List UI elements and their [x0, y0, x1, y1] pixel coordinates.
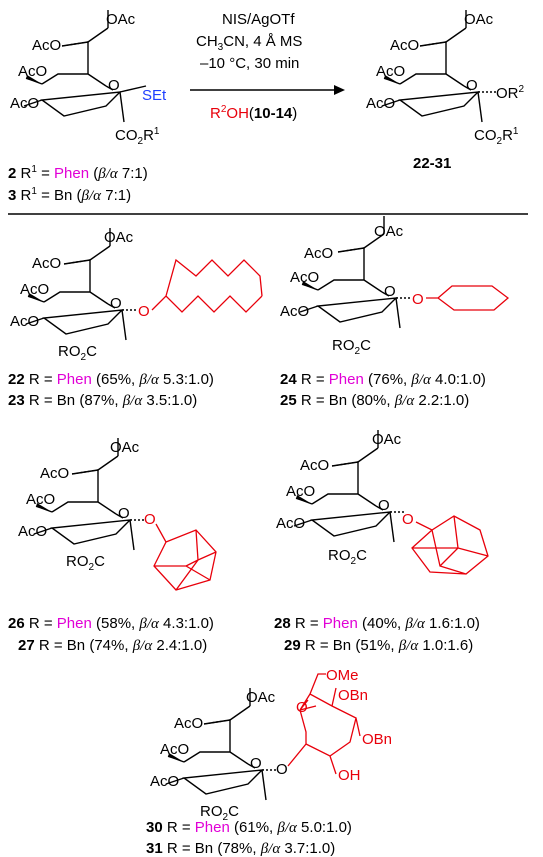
r2-o-link: O	[412, 291, 424, 308]
compound-28-29: OAc AcO AcO AcO O O RO2C	[276, 429, 489, 575]
label-set: SEt	[142, 87, 167, 104]
result-24: 24 R = Phen (76%, β/α 4.0:1.0)	[280, 371, 486, 388]
result-30: 30 R = Phen (61%, β/α 5.0:1.0)	[146, 819, 352, 836]
result-29: 29 R = Bn (51%, β/α 1.0:1.6)	[284, 637, 473, 654]
r2-oac: OAc	[374, 223, 404, 240]
r5-oh: OH	[338, 767, 361, 784]
label-ring-o: O	[108, 77, 120, 94]
r5-o-link: O	[276, 761, 288, 778]
result-27: 27 R = Bn (74%, β/α 2.4:1.0)	[18, 637, 207, 654]
compound-26-27: OAc AcO AcO AcO O O RO2C	[18, 437, 217, 591]
r3-aco-3: AcO	[18, 523, 47, 540]
r5-obn-1: OBn	[338, 687, 368, 704]
p-label-aco-2: AcO	[376, 63, 405, 80]
p-label-ring-o: O	[466, 77, 478, 94]
p-label-oac: OAc	[464, 11, 494, 28]
r1-aco-3: AcO	[10, 313, 39, 330]
r3-o-link: O	[144, 511, 156, 528]
compound-30-31: OAc AcO AcO AcO O O OMe OBn O OBn OH RO2…	[150, 667, 392, 823]
r1-aco-1: AcO	[32, 255, 61, 272]
r1-o-link: O	[138, 303, 150, 320]
result-31: 31 R = Bn (78%, β/α 3.7:1.0)	[146, 840, 335, 857]
reaction-conditions: NIS/AgOTf CH3CN, 4 Å MS –10 °C, 30 min R…	[190, 11, 345, 122]
acceptor-label: R2OH(10-14)	[210, 104, 297, 122]
r5-aco-3: AcO	[150, 773, 179, 790]
r3-oac: OAc	[110, 439, 140, 456]
r4-ring-o: O	[378, 497, 390, 514]
product-range: 22-31	[413, 155, 451, 172]
r1-aco-2: AcO	[20, 281, 49, 298]
result-28: 28 R = Phen (40%, β/α 1.6:1.0)	[274, 615, 480, 632]
p-label-or2: OR2	[496, 84, 525, 102]
r1-ring-o: O	[110, 295, 122, 312]
r5-ome: OMe	[326, 667, 359, 684]
r2-aco-2: AcO	[290, 269, 319, 286]
r1-oac: OAc	[104, 229, 134, 246]
result-25: 25 R = Bn (80%, β/α 2.2:1.0)	[280, 392, 469, 409]
r4-aco-3: AcO	[276, 515, 305, 532]
result-22: 22 R = Phen (65%, β/α 5.3:1.0)	[8, 371, 214, 388]
reagent-nis: NIS/AgOTf	[222, 11, 295, 28]
p-label-aco-3: AcO	[366, 95, 395, 112]
r3-aco-1: AcO	[40, 465, 69, 482]
product-structure: OAc AcO AcO AcO O OR2 CO2R1 22-31	[366, 9, 525, 172]
r3-aco-2: AcO	[26, 491, 55, 508]
result-26: 26 R = Phen (58%, β/α 4.3:1.0)	[8, 615, 214, 632]
label-oac-top: OAc	[106, 11, 136, 28]
donor-labels: 2 R1 = Phen (β/α 7:1) 3 R1 = Bn (β/α 7:1…	[8, 164, 148, 204]
p-label-co2r1: CO2R1	[474, 126, 519, 147]
compound-24-25: OAc AcO AcO AcO O O RO2C	[280, 215, 510, 357]
r3-ro2c: RO2C	[66, 553, 105, 573]
p-label-aco-1: AcO	[390, 37, 419, 54]
r5-obn-2: OBn	[362, 731, 392, 748]
donor-3: 3 R1 = Bn (β/α 7:1)	[8, 186, 131, 204]
donor-structure: OAc AcO AcO AcO O SEt CO2R1	[10, 9, 167, 147]
donor-2: 2 R1 = Phen (β/α 7:1)	[8, 164, 148, 182]
reagent-solvent: CH3CN, 4 Å MS	[196, 33, 302, 53]
r5-ro2c: RO2C	[200, 803, 239, 823]
label-co2r1: CO2R1	[115, 126, 160, 147]
r4-oac: OAc	[372, 431, 402, 448]
r5-ring-o: O	[250, 755, 262, 772]
r2-aco-3: AcO	[280, 303, 309, 320]
label-aco-2: AcO	[18, 63, 47, 80]
r5-oac: OAc	[246, 689, 276, 706]
result-23: 23 R = Bn (87%, β/α 3.5:1.0)	[8, 392, 197, 409]
compound-22-23: OAc AcO AcO AcO O O RO2C	[10, 227, 263, 363]
r5-ring-o2: O	[296, 699, 308, 716]
r5-aco-2: AcO	[160, 741, 189, 758]
r3-ring-o: O	[118, 505, 130, 522]
r2-aco-1: AcO	[304, 245, 333, 262]
r4-o-link: O	[402, 511, 414, 528]
r4-aco-1: AcO	[300, 457, 329, 474]
label-aco-3: AcO	[10, 95, 39, 112]
r4-ro2c: RO2C	[328, 547, 367, 567]
label-aco-1: AcO	[32, 37, 61, 54]
r2-ring-o: O	[384, 283, 396, 300]
r4-aco-2: AcO	[286, 483, 315, 500]
r1-ro2c: RO2C	[58, 343, 97, 363]
reagent-temp: –10 °C, 30 min	[200, 55, 299, 72]
r5-aco-1: AcO	[174, 715, 203, 732]
r2-ro2c: RO2C	[332, 337, 371, 357]
